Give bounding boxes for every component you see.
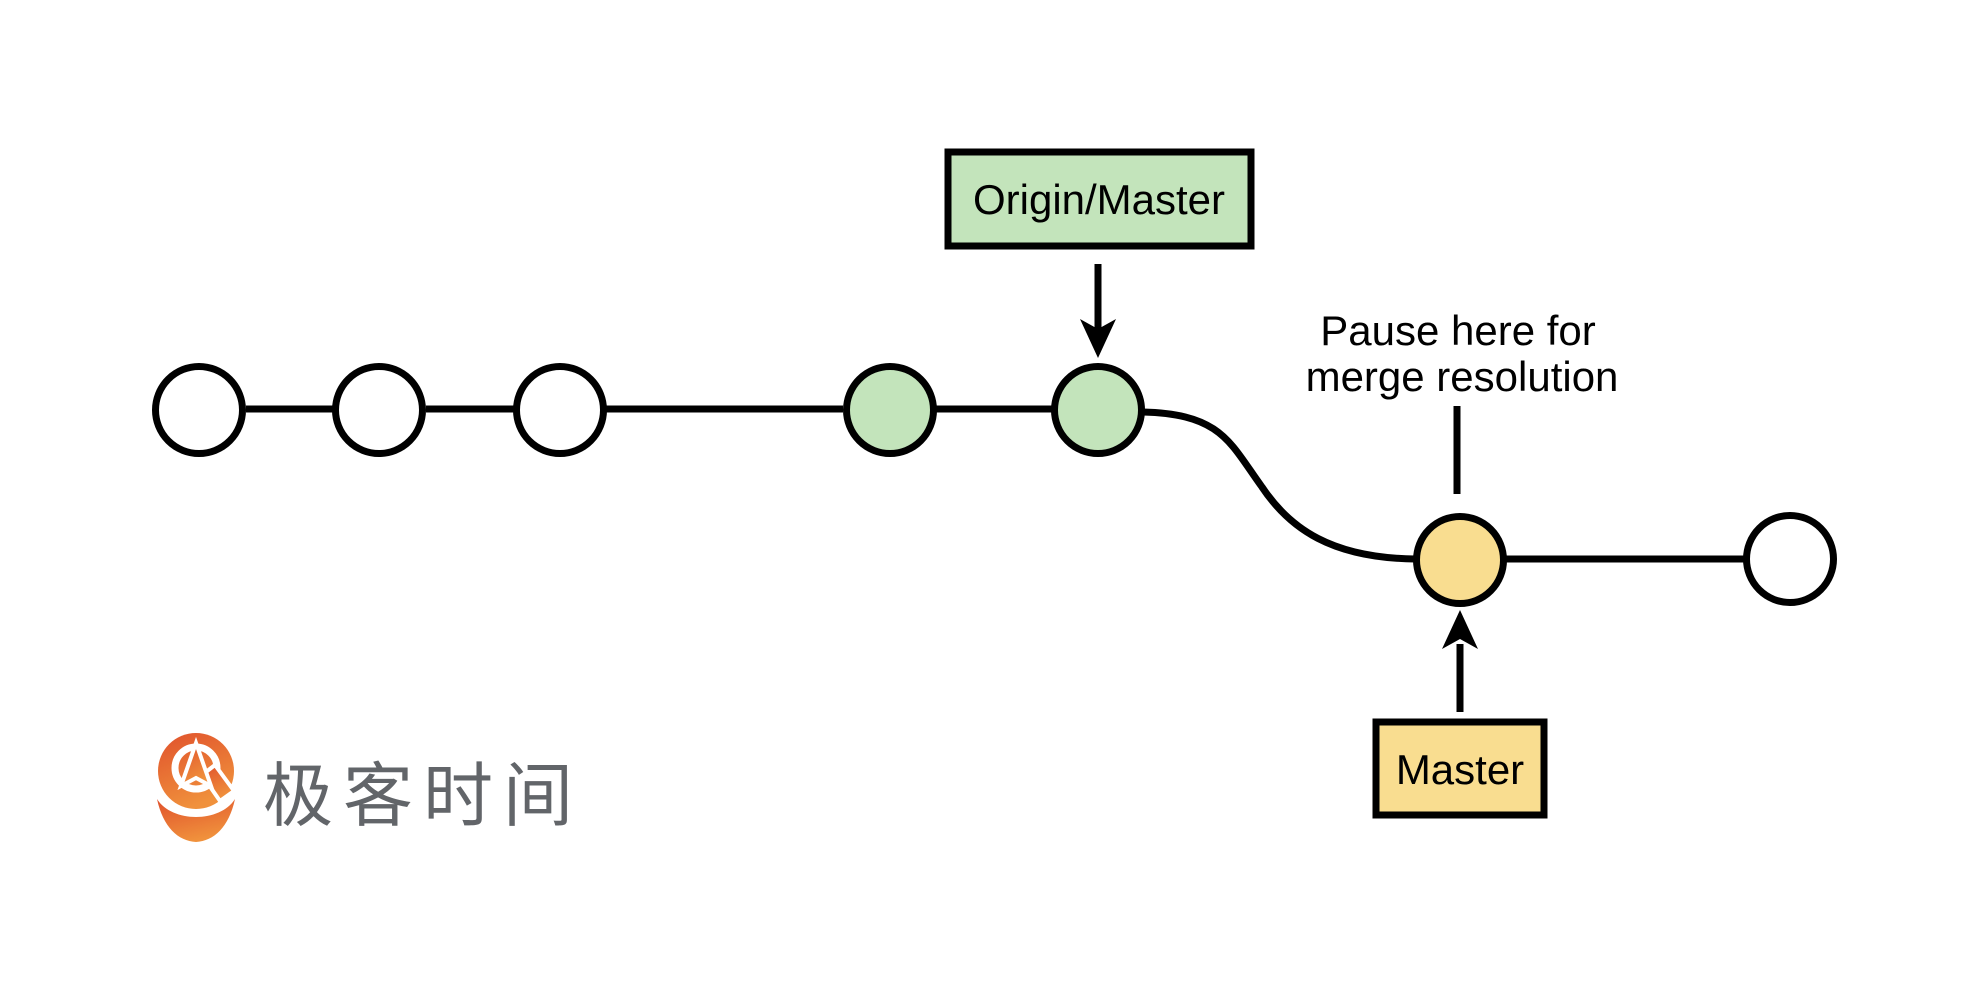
arrow-up-icon xyxy=(1442,610,1478,649)
logo-cursor-arrow xyxy=(177,736,215,791)
origin-master-callout: Origin/Master xyxy=(944,148,1255,358)
pause-annotation-line1: Pause here for xyxy=(1320,307,1596,354)
master-callout: Master xyxy=(1372,610,1548,819)
commit-node-7 xyxy=(1743,512,1837,606)
pause-annotation-line2: merge resolution xyxy=(1306,353,1619,400)
geektime-logo-icon xyxy=(157,733,237,842)
commit-node-4 xyxy=(843,363,937,457)
edge-branch-curve xyxy=(1142,408,1416,563)
master-label-box xyxy=(1372,718,1548,819)
geektime-logo: 极客时间 xyxy=(157,733,583,842)
commit-node-5-origin-master xyxy=(1051,363,1145,457)
commit-node-3 xyxy=(513,363,607,457)
arrow-down-icon xyxy=(1080,319,1116,358)
commit-node-6-master xyxy=(1413,513,1507,607)
master-label: Master xyxy=(1396,746,1524,793)
commit-node-2 xyxy=(332,363,426,457)
logo-pin-tail xyxy=(157,799,235,842)
logo-q-tail xyxy=(199,762,237,804)
main-branch-edges xyxy=(246,405,1744,563)
origin-master-label-box xyxy=(944,148,1255,250)
geektime-logo-text: 极客时间 xyxy=(263,757,583,835)
pause-annotation: Pause here for merge resolution xyxy=(1306,307,1619,494)
commit-node-1 xyxy=(152,363,246,457)
commit-nodes xyxy=(152,363,1837,607)
origin-master-label: Origin/Master xyxy=(973,176,1225,223)
